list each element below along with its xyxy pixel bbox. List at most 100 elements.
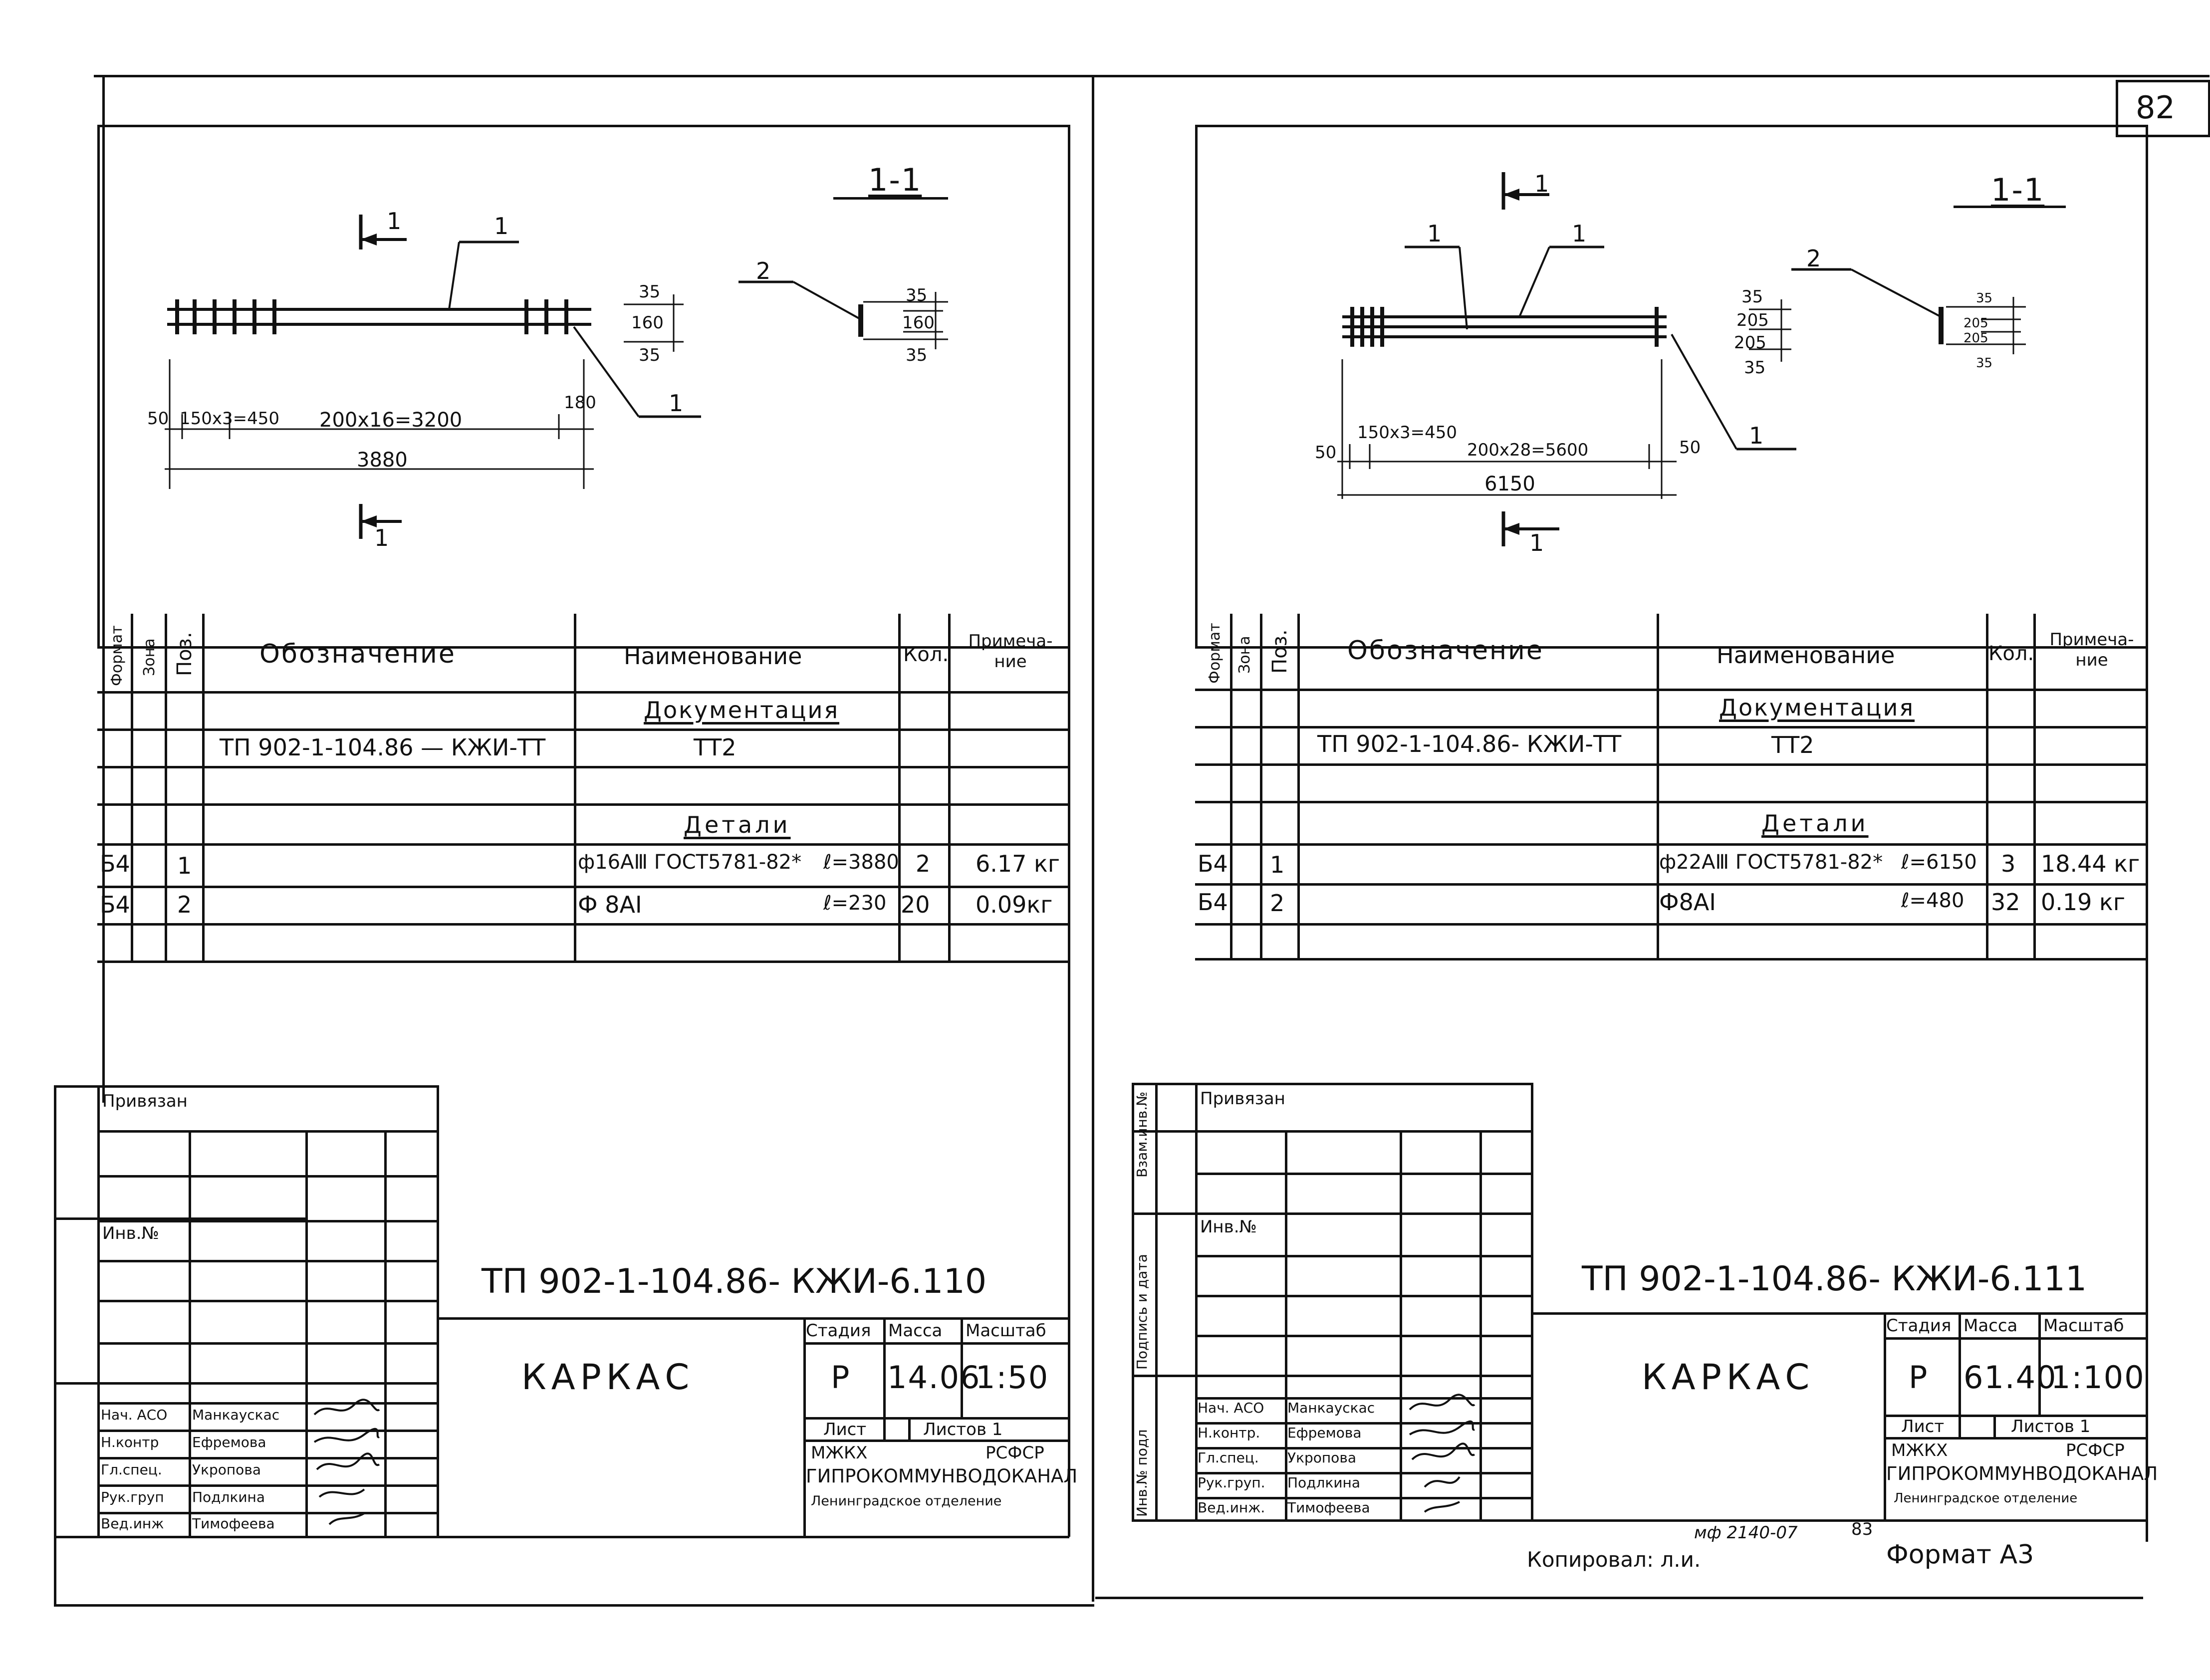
left-th-zone: Зона bbox=[141, 638, 158, 676]
left-dimension-lines bbox=[165, 359, 594, 489]
right-doc-heading: Документация bbox=[1719, 694, 1915, 721]
left-person-4-name: Подлкина bbox=[192, 1489, 265, 1505]
right-stamp-org3: ГИПРОКОММУНВОДОКАНАЛ bbox=[1886, 1463, 2158, 1484]
left-signatures bbox=[313, 1399, 380, 1525]
right-section-label-top: 1 bbox=[1534, 170, 1549, 197]
left-sec-dim-small-160: 160 bbox=[631, 313, 664, 333]
left-stamp-linked: Привязан bbox=[102, 1091, 188, 1111]
right-stamp-scale-h: Масштаб bbox=[2043, 1316, 2124, 1336]
left-row2-note: 0.09кг bbox=[976, 891, 1053, 918]
right-doc-designation: ТП 902-1-104.86- КЖИ-ТТ bbox=[1317, 730, 1622, 757]
frame-center-line bbox=[1092, 75, 1094, 1602]
left-th-name: Наименование bbox=[624, 643, 802, 670]
right-sec-dim-small-lines bbox=[1749, 299, 1791, 362]
right-side-label-b: Подпись и дата bbox=[1134, 1254, 1150, 1370]
left-person-5-name: Тимофеева bbox=[192, 1515, 275, 1532]
left-rebar-elevation bbox=[167, 299, 591, 334]
right-dim-total: 6150 bbox=[1484, 473, 1535, 495]
left-sec-dim-small-lines bbox=[624, 294, 684, 352]
right-callout-1b: 1 bbox=[1572, 220, 1587, 247]
left-person-3-role: Гл.спец. bbox=[101, 1461, 162, 1478]
right-section-detail bbox=[1791, 268, 2026, 354]
left-row2-length: ℓ=230 bbox=[823, 892, 887, 915]
left-sec-dim-small-35a: 35 bbox=[639, 282, 661, 302]
right-stamp-mass: 61.40 bbox=[1964, 1359, 2057, 1396]
left-stamp-org2: РСФСР bbox=[985, 1443, 1044, 1463]
left-callout-1-lower-leader bbox=[573, 326, 701, 418]
left-callout-1-lower: 1 bbox=[669, 390, 684, 417]
right-signatures bbox=[1409, 1394, 1475, 1513]
right-th-name: Наименование bbox=[1717, 642, 1895, 669]
right-callout-1a: 1 bbox=[1427, 220, 1442, 247]
right-dim-50: 50 bbox=[1315, 443, 1337, 463]
right-dim-50b: 50 bbox=[1679, 438, 1701, 458]
right-row1-format: Б4 bbox=[1198, 850, 1228, 877]
right-sec-dim-205a: 205 bbox=[1964, 316, 1988, 331]
right-row2-qty: 32 bbox=[1991, 889, 2020, 916]
right-th-zone: Зона bbox=[1236, 636, 1253, 674]
left-sheet-right-border bbox=[1068, 125, 1070, 1537]
frame-bottom-left bbox=[54, 1604, 1094, 1607]
right-person-5-name: Тимофеева bbox=[1287, 1499, 1370, 1516]
right-sec-dim-small-35b: 35 bbox=[1744, 358, 1766, 378]
left-section-title: 1-1 bbox=[868, 162, 922, 198]
left-th-note: Примеча-ние bbox=[968, 631, 1053, 672]
right-sec-dim-35b: 35 bbox=[1976, 356, 1993, 371]
right-stamp-stage-h: Стадия bbox=[1886, 1316, 1952, 1336]
left-row1-pos: 1 bbox=[177, 852, 192, 879]
left-person-1-name: Манкаускас bbox=[192, 1407, 280, 1423]
left-stamp-stage: Р bbox=[831, 1359, 851, 1396]
left-person-2-role: Н.контр bbox=[101, 1434, 159, 1450]
right-stamp-inv: Инв.№ bbox=[1200, 1217, 1257, 1237]
right-section-label-bottom: 1 bbox=[1529, 529, 1544, 556]
right-stamp-stage: Р bbox=[1909, 1359, 1929, 1396]
right-th-qty: Кол. bbox=[1988, 642, 2034, 665]
left-stamp-code: ТП 902-1-104.86- КЖИ-6.110 bbox=[482, 1262, 987, 1301]
left-stamp-stage-h: Стадия bbox=[806, 1321, 871, 1341]
frame-left-outer bbox=[54, 1085, 56, 1607]
right-row2-name: Ф8АI bbox=[1659, 889, 1716, 916]
right-row1-name: ф22АⅢ ГОСТ5781-82* bbox=[1659, 851, 1883, 874]
left-stamp-mass-h: Масса bbox=[888, 1321, 943, 1341]
left-row2-name: Ф 8АI bbox=[578, 891, 642, 918]
right-row1-note: 18.44 кг bbox=[2041, 850, 2140, 877]
right-stamp-sheets: Листов 1 bbox=[2011, 1417, 2091, 1437]
right-stamp-code: ТП 902-1-104.86- КЖИ-6.111 bbox=[1582, 1259, 2087, 1299]
right-details-heading: Детали bbox=[1761, 810, 1869, 837]
right-mf-num: 83 bbox=[1851, 1519, 1873, 1539]
left-th-designation: Обозначение bbox=[259, 639, 456, 669]
left-dim-total: 3880 bbox=[357, 449, 408, 472]
left-person-5-role: Вед.инж bbox=[101, 1515, 164, 1532]
right-row2-length: ℓ=480 bbox=[1901, 889, 1964, 912]
right-side-label-c: Инв.№ подл bbox=[1134, 1429, 1150, 1517]
right-sec-dim-205b: 205 bbox=[1964, 331, 1988, 346]
right-person-4-role: Рук.груп. bbox=[1198, 1474, 1265, 1491]
left-stamp-sheets: Листов 1 bbox=[923, 1420, 1003, 1440]
right-doc-name: ТТ2 bbox=[1771, 731, 1814, 758]
right-row1-length: ℓ=6150 bbox=[1901, 851, 1977, 874]
right-sec-dim-small-205a: 205 bbox=[1736, 310, 1769, 330]
left-callout-1-top-leader bbox=[448, 240, 519, 310]
frame-bottom-right bbox=[1095, 1597, 2143, 1599]
right-callout-2: 2 bbox=[1806, 245, 1821, 272]
left-stamp-scale-h: Масштаб bbox=[966, 1321, 1046, 1341]
right-callout-1c: 1 bbox=[1749, 422, 1764, 449]
left-person-2-name: Ефремова bbox=[192, 1434, 266, 1450]
right-row2-note: 0.19 кг bbox=[2041, 889, 2125, 916]
left-dim-180: 180 bbox=[564, 393, 596, 413]
left-sec-dim-35a: 35 bbox=[906, 285, 928, 305]
right-section-marker-top bbox=[1501, 172, 1549, 210]
right-sec-dim-small-205b: 205 bbox=[1734, 333, 1766, 353]
right-stamp-sheet: Лист bbox=[1901, 1417, 1945, 1437]
left-row1-note: 6.17 кг bbox=[976, 850, 1060, 877]
left-person-1-role: Нач. АСО bbox=[101, 1407, 168, 1423]
right-callout-1c-leader bbox=[1671, 334, 1796, 451]
left-th-qty: Кол. bbox=[903, 643, 949, 666]
left-stamp-sheet: Лист bbox=[823, 1420, 867, 1440]
left-doc-name: ТТ2 bbox=[694, 734, 737, 761]
left-row2-format: Б4 bbox=[100, 891, 130, 918]
right-dimension-lines bbox=[1337, 359, 1677, 499]
right-stamp-title: КАРКАС bbox=[1642, 1357, 1815, 1398]
right-mf: мф 2140-07 bbox=[1694, 1523, 1798, 1543]
right-person-3-role: Гл.спец. bbox=[1198, 1449, 1259, 1466]
